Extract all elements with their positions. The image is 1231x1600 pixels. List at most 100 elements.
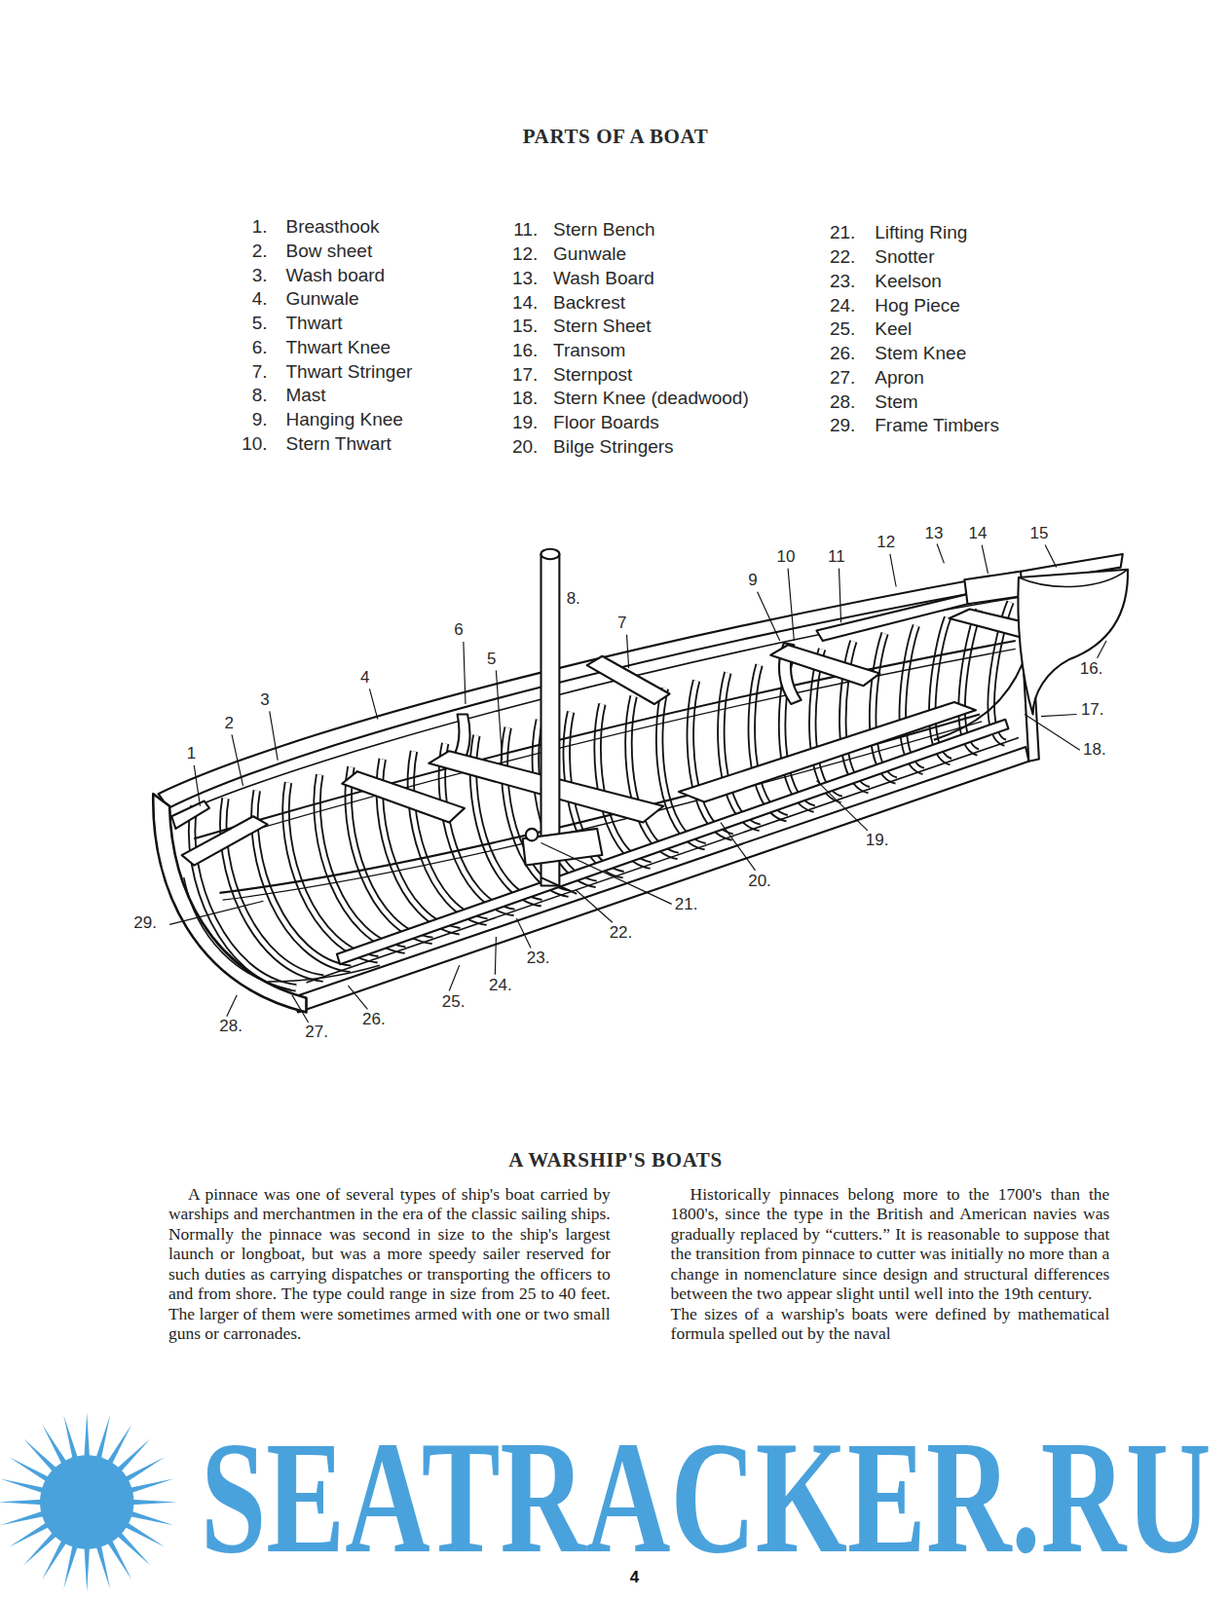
callout-number: 3 xyxy=(259,691,270,709)
part-name: Sternpost xyxy=(553,364,633,386)
list-number: 11. xyxy=(496,219,538,241)
leader-line xyxy=(226,995,237,1017)
callout-number: 8. xyxy=(565,590,582,608)
thwart-stringer xyxy=(195,648,1015,847)
leader-line xyxy=(757,592,781,641)
part-name: Hanging Knee xyxy=(285,409,403,431)
leader-line xyxy=(627,634,630,670)
leader-line xyxy=(269,710,278,760)
leader-line xyxy=(838,568,841,624)
frame-timber xyxy=(628,696,678,857)
callout-number: 15 xyxy=(1028,524,1049,543)
sun-ray xyxy=(0,1498,46,1505)
leader-line xyxy=(541,843,672,905)
part-name: Stem xyxy=(874,391,918,413)
part-name: Mast xyxy=(285,384,326,407)
mast-step xyxy=(522,828,603,866)
list-number: 13. xyxy=(496,267,538,290)
sun-ray xyxy=(127,1498,177,1505)
leader-line xyxy=(936,543,944,563)
part-name: Thwart Knee xyxy=(285,336,391,359)
list-number: 24. xyxy=(814,295,856,317)
leader-line xyxy=(463,641,466,705)
list-number: 21. xyxy=(814,222,856,244)
floor-boards xyxy=(678,702,976,803)
part-name: Bilge Stringers xyxy=(553,436,674,458)
page-title: PARTS OF A BOAT xyxy=(0,124,1231,150)
part-name: Stern Bench xyxy=(553,219,656,241)
body-paragraph: Historically pinnaces belong more to the… xyxy=(671,1184,1111,1305)
leader-line xyxy=(981,545,988,574)
part-name: Thwart Stringer xyxy=(285,361,412,383)
keel xyxy=(291,746,1030,1012)
list-number: 12. xyxy=(496,243,538,265)
callout-number: 1 xyxy=(186,745,197,763)
callout-number: 22. xyxy=(608,924,635,942)
list-number: 17. xyxy=(496,364,538,386)
callout-number: 2 xyxy=(223,714,235,733)
stem-knee xyxy=(267,965,380,982)
frame-timber xyxy=(659,688,706,847)
keelson xyxy=(336,719,1008,965)
frame-timber xyxy=(659,688,706,847)
list-number: 25. xyxy=(814,318,856,340)
leader-line xyxy=(575,890,613,924)
callout-number: 23. xyxy=(525,949,552,968)
stem xyxy=(152,793,306,1012)
transom xyxy=(1017,569,1128,715)
sun-disc xyxy=(39,1454,134,1549)
leader-line xyxy=(720,822,756,871)
stern-thwart xyxy=(770,644,880,686)
page-number: 4 xyxy=(630,1567,639,1588)
callout-number: 21. xyxy=(673,895,700,914)
callout-number: 29. xyxy=(132,914,158,933)
callout-number: 14 xyxy=(968,524,989,543)
callout-number: 9 xyxy=(746,571,758,590)
callout-number: 28. xyxy=(218,1017,244,1036)
list-number: 7. xyxy=(226,361,268,383)
wash-board xyxy=(173,596,1021,817)
part-name: Keel xyxy=(874,318,912,340)
part-name: Breasthook xyxy=(285,216,379,238)
part-name: Gunwale xyxy=(285,288,359,310)
lifting-ring xyxy=(525,828,539,842)
callout-number: 20. xyxy=(746,872,773,891)
part-name: Thwart xyxy=(285,312,342,335)
sun-ray xyxy=(83,1542,90,1592)
leader-line xyxy=(1041,713,1078,716)
callout-number: 16. xyxy=(1079,660,1105,678)
leader-line xyxy=(516,918,531,948)
callout-number: 18. xyxy=(1081,741,1108,759)
part-name: Gunwale xyxy=(553,243,627,265)
callout-number: 12 xyxy=(875,533,896,552)
part-name: Wash Board xyxy=(553,267,655,290)
part-name: Bow sheet xyxy=(285,240,373,262)
callout-number: 25. xyxy=(441,993,467,1011)
frame-timber xyxy=(628,696,678,857)
list-number: 22. xyxy=(814,246,856,268)
stern-sheet xyxy=(1018,569,1128,588)
part-name: Wash board xyxy=(285,264,385,287)
callout-number: 27. xyxy=(303,1023,330,1042)
callout-number: 4 xyxy=(359,669,371,687)
hog-piece xyxy=(306,738,1019,983)
leader-line xyxy=(890,554,896,588)
leader-line xyxy=(292,995,309,1023)
leader-line xyxy=(495,670,502,760)
list-number: 1. xyxy=(226,216,268,238)
body-paragraph: The sizes of a warship's boats were defi… xyxy=(671,1304,1111,1344)
part-name: Transom xyxy=(553,339,626,362)
list-number: 3. xyxy=(226,264,268,287)
callout-number: 17. xyxy=(1080,701,1106,719)
list-number: 6. xyxy=(226,336,268,359)
list-number: 4. xyxy=(226,288,268,310)
list-number: 23. xyxy=(814,270,856,293)
list-number: 10. xyxy=(226,433,268,455)
leader-line xyxy=(193,765,200,807)
list-number: 5. xyxy=(226,312,268,335)
leader-line xyxy=(231,734,244,785)
leader-lines xyxy=(169,543,1107,1022)
apron xyxy=(184,877,292,990)
